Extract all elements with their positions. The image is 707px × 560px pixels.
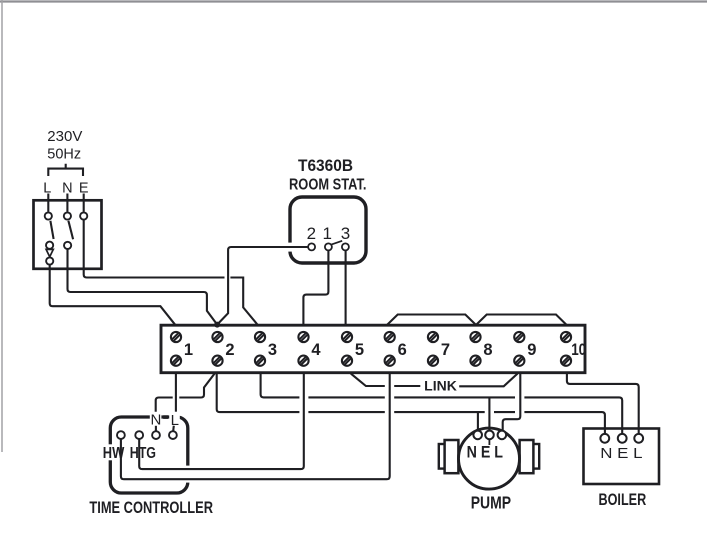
svg-text:3: 3 (268, 341, 277, 359)
svg-text:L: L (43, 181, 51, 197)
svg-text:8: 8 (483, 341, 492, 359)
svg-text:N E L: N E L (467, 443, 503, 462)
svg-text:50Hz: 50Hz (47, 146, 81, 163)
svg-text:L: L (171, 412, 179, 429)
svg-text:LINK: LINK (424, 378, 457, 393)
svg-text:N E L: N E L (600, 445, 642, 462)
svg-text:2: 2 (307, 224, 316, 243)
svg-text:BOILER: BOILER (599, 491, 647, 509)
svg-text:T6360B: T6360B (298, 157, 353, 175)
svg-text:HW: HW (103, 445, 125, 462)
svg-text:230V: 230V (47, 128, 82, 145)
svg-text:ROOM STAT.: ROOM STAT. (289, 177, 367, 194)
svg-text:1: 1 (322, 224, 331, 243)
svg-text:E: E (79, 181, 89, 197)
svg-text:PUMP: PUMP (471, 492, 512, 512)
svg-text:2: 2 (225, 341, 234, 359)
svg-text:HTG: HTG (130, 445, 156, 462)
svg-text:9: 9 (527, 341, 536, 359)
svg-text:7: 7 (441, 341, 450, 359)
svg-text:5: 5 (355, 341, 364, 359)
svg-text:6: 6 (398, 341, 407, 359)
svg-text:TIME CONTROLLER: TIME CONTROLLER (89, 499, 213, 517)
svg-text:N: N (62, 181, 72, 197)
svg-text:10: 10 (571, 341, 586, 359)
svg-text:1: 1 (184, 341, 193, 359)
svg-text:3: 3 (341, 224, 350, 243)
svg-text:4: 4 (311, 341, 321, 359)
svg-text:N: N (150, 412, 161, 429)
